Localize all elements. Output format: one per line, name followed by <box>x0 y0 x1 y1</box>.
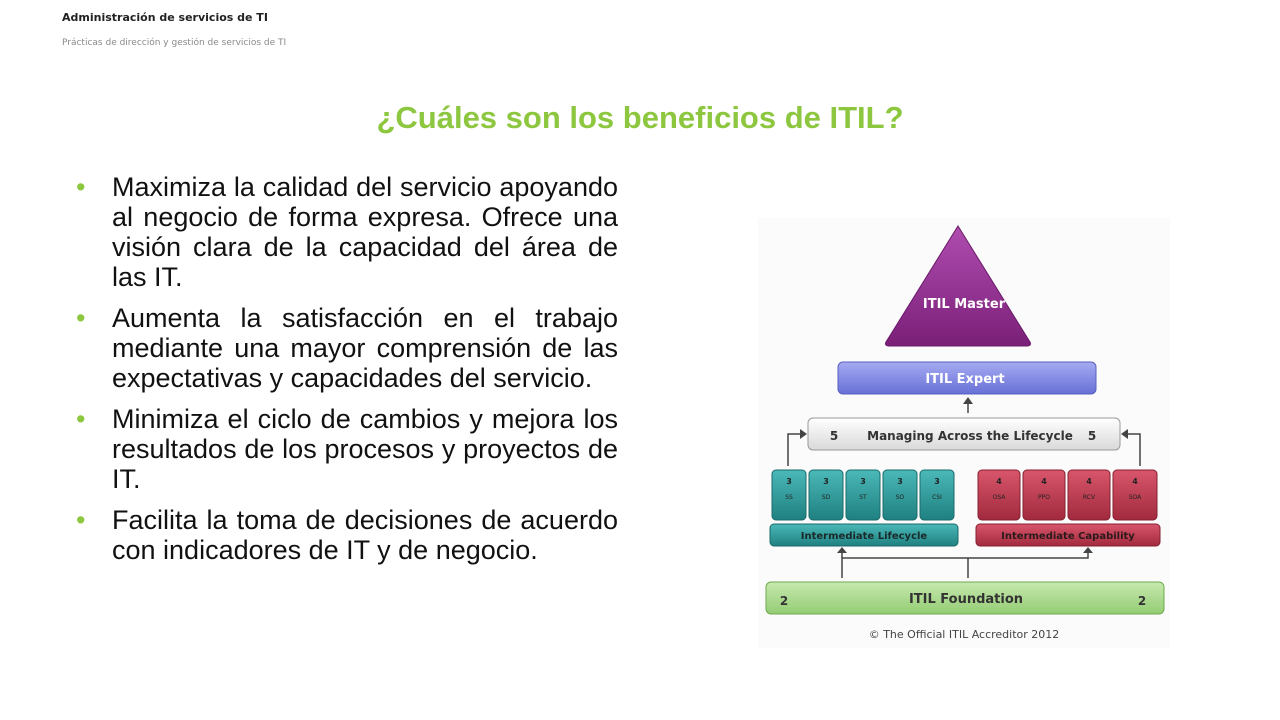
lifecycle-module-csi <box>919 469 955 521</box>
header-title: Administración de servicios de TI <box>62 11 268 24</box>
lifecycle-modules: 3 SS 3 SD 3 ST 3 SO 3 CSI <box>771 469 955 521</box>
foundation-num-right: 2 <box>1138 594 1146 608</box>
header-subtitle: Prácticas de dirección y gestión de serv… <box>62 38 287 48</box>
itil-diagram-svg: ITIL Master ITIL Expert 5 Managing Acros… <box>765 225 1165 641</box>
module-num: 4 <box>1086 477 1092 486</box>
capability-module-rcv <box>1067 469 1111 521</box>
lifecycle-label-bar <box>769 523 959 547</box>
bullet-item: • Aumenta la satisfacción en el trabajo m… <box>76 303 618 393</box>
module-code: SS <box>785 494 793 501</box>
capability-label-bar <box>975 523 1161 547</box>
module-code: OSA <box>993 494 1007 501</box>
lifecycle-label: Intermediate Lifecycle <box>801 531 928 542</box>
master-label: ITIL Master <box>923 297 1006 312</box>
managing-bar <box>807 417 1121 451</box>
benefits-list: • Maximiza la calidad del servicio apoyan… <box>76 172 618 576</box>
arrow-head <box>963 397 973 404</box>
module-code: SOA <box>1129 494 1142 501</box>
expert-bar <box>837 361 1097 395</box>
module-code: ST <box>859 494 867 501</box>
arrow-head <box>1083 547 1093 553</box>
copyright-text: © The Official ITIL Accreditor 2012 <box>869 628 1060 641</box>
module-num: 3 <box>897 477 903 486</box>
arrow-line <box>841 551 1089 578</box>
capability-module-ppo <box>1022 469 1066 521</box>
managing-label: Managing Across the Lifecycle <box>867 429 1073 443</box>
module-code: CSI <box>932 494 942 501</box>
bullet-marker: • <box>76 303 86 333</box>
module-num: 3 <box>823 477 829 486</box>
lifecycle-module-so <box>882 469 918 521</box>
module-code: SD <box>822 494 831 501</box>
module-num: 4 <box>1041 477 1047 486</box>
module-num: 3 <box>934 477 940 486</box>
managing-num-left: 5 <box>830 429 838 443</box>
bullet-marker: • <box>76 505 86 535</box>
bullet-item: • Minimiza el ciclo de cambios y mejora l… <box>76 404 618 494</box>
bullet-text: Minimiza el ciclo de cambios y mejora lo… <box>112 404 618 494</box>
lifecycle-module-ss <box>771 469 807 521</box>
bullet-text: Aumenta la satisfacción en el trabajo me… <box>112 303 618 393</box>
managing-num-right: 5 <box>1088 429 1096 443</box>
bullet-text: Facilita la toma de decisiones de acuerd… <box>112 505 618 565</box>
arrow-line <box>787 433 802 466</box>
module-num: 3 <box>786 477 792 486</box>
module-num: 4 <box>996 477 1002 486</box>
bullet-marker: • <box>76 172 86 202</box>
bullet-marker: • <box>76 404 86 434</box>
expert-label: ITIL Expert <box>925 372 1004 387</box>
foundation-label: ITIL Foundation <box>909 592 1023 607</box>
module-num: 4 <box>1132 477 1138 486</box>
arrow-line <box>1126 433 1141 466</box>
bullet-item: • Maximiza la calidad del servicio apoyan… <box>76 172 618 292</box>
foundation-bar <box>765 581 1165 615</box>
foundation-num-left: 2 <box>780 594 788 608</box>
slide-title: ¿Cuáles son los beneficios de ITIL? <box>376 100 904 135</box>
capability-label: Intermediate Capability <box>1001 531 1135 542</box>
arrow-head <box>837 547 847 553</box>
module-code: PPO <box>1038 494 1050 501</box>
module-code: RCV <box>1083 494 1096 501</box>
bullet-item: • Facilita la toma de decisiones de acuer… <box>76 505 618 565</box>
arrow-head <box>800 429 807 439</box>
capability-modules: 4 OSA 4 PPO 4 RCV 4 SOA <box>977 469 1158 521</box>
arrow-head <box>1121 429 1128 439</box>
module-num: 3 <box>860 477 866 486</box>
lifecycle-module-st <box>845 469 881 521</box>
master-pyramid <box>885 225 1031 347</box>
itil-certification-diagram: ITIL Master ITIL Expert 5 Managing Acros… <box>758 218 1170 648</box>
bullet-text: Maximiza la calidad del servicio apoyand… <box>112 172 618 292</box>
lifecycle-module-sd <box>808 469 844 521</box>
module-code: SO <box>896 494 905 501</box>
capability-module-osa <box>977 469 1021 521</box>
capability-module-soa <box>1112 469 1158 521</box>
